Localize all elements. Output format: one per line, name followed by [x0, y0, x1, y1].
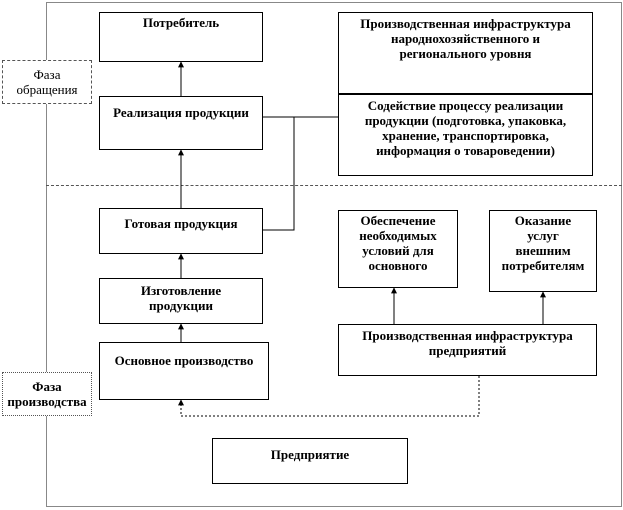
support-conditions-box: Обеспечение необходимых условий для осно… [338, 210, 458, 288]
link-finished-to-assistance [263, 117, 295, 231]
consumer-box: Потребитель [99, 12, 263, 62]
sales-assistance-box: Содействие процессу реализации продукции… [338, 94, 593, 176]
manufacturing-box: Изготовление продукции [99, 278, 263, 324]
circulation-zone-frame [46, 2, 622, 186]
main-production-box: Основное производство [99, 342, 269, 400]
phase-circulation-label: Фаза обращения [2, 60, 92, 104]
external-services-box: Оказание услуг внешним потребителям [489, 210, 597, 292]
arrow-infra-to-main [178, 376, 480, 417]
enterprise-box: Предприятие [212, 438, 408, 484]
finished-products-box: Готовая продукция [99, 208, 263, 254]
enterprise-infrastructure-box: Производственная инфраструктура предприя… [338, 324, 597, 376]
national-infrastructure-box: Производственная инфраструктура народнох… [338, 12, 593, 94]
diagram-outer-frame [46, 2, 622, 507]
product-sales-box: Реализация продукции [99, 96, 263, 150]
phase-production-label: Фаза производства [2, 372, 92, 416]
